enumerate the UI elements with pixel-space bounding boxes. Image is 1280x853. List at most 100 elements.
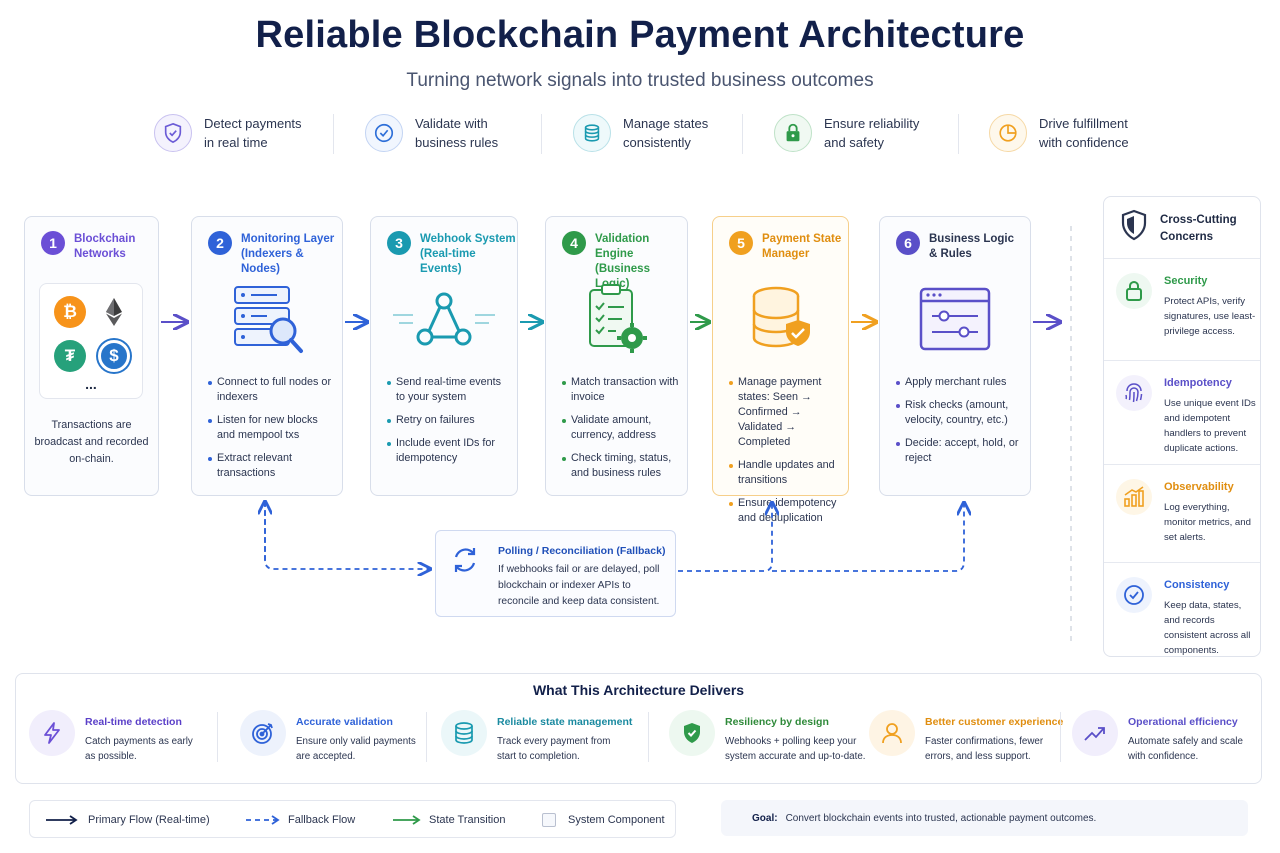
step-bullet: Extract relevant transactions bbox=[208, 451, 334, 481]
legend-label: Fallback Flow bbox=[288, 814, 356, 826]
tether-icon: ₮ bbox=[54, 340, 86, 372]
goal-label: Goal: bbox=[752, 812, 778, 824]
benefit-fulfillment: Drive fulfillment with confidence bbox=[989, 112, 1159, 154]
legend-state-transition: State Transition bbox=[393, 801, 505, 839]
step-title: Blockchain bbox=[74, 233, 136, 245]
delivers-title: What This Architecture Delivers bbox=[532, 682, 745, 698]
deliver-title: Accurate validation bbox=[296, 716, 393, 728]
step-number: 4 bbox=[562, 231, 586, 255]
step-description: Transactions are broadcast and recorded … bbox=[34, 419, 149, 465]
divider bbox=[333, 114, 334, 154]
step-bullet: Include event IDs for idempotency bbox=[387, 436, 509, 466]
step-bullet: Apply merchant rules bbox=[896, 375, 1022, 390]
check-circle-icon bbox=[365, 114, 403, 152]
concern-text: Log everything, monitor metrics, and set… bbox=[1164, 502, 1251, 543]
delivers-panel: What This Architecture Delivers Real-tim… bbox=[15, 673, 1262, 784]
benefit-manage: Manage states consistently bbox=[573, 112, 743, 154]
benefit-line: Manage states bbox=[623, 116, 709, 131]
step-bullet: Check timing, status, and business rules bbox=[562, 451, 679, 481]
coin-grid: ₿ ₮ $ ... bbox=[39, 283, 143, 399]
cross-title: Cross-Cutting bbox=[1160, 214, 1237, 226]
deliver-title: Operational efficiency bbox=[1128, 716, 1238, 728]
pie-chart-icon bbox=[989, 114, 1027, 152]
deliver-title: Resiliency by design bbox=[725, 716, 829, 728]
benefit-line: consistently bbox=[623, 135, 691, 150]
deliver-text: Automate safely and scale with confidenc… bbox=[1128, 736, 1243, 762]
legend-label: Primary Flow (Real-time) bbox=[88, 814, 210, 826]
step-bullet: Retry on failures bbox=[387, 413, 509, 428]
legend: Primary Flow (Real-time) Fallback Flow S… bbox=[29, 800, 676, 838]
step-title: (Real-time Events) bbox=[420, 248, 476, 275]
step-business-logic: 6 Business Logic& Rules Apply merchant r… bbox=[879, 216, 1031, 496]
deliver-resiliency: Resiliency by design Webhooks + polling … bbox=[669, 710, 869, 772]
step-bullet: Connect to full nodes or indexers bbox=[208, 375, 334, 405]
user-icon bbox=[869, 710, 915, 756]
step-title: Payment State bbox=[762, 233, 842, 245]
refresh-icon bbox=[448, 543, 482, 582]
server-search-icon bbox=[192, 279, 342, 359]
deliver-title: Real-time detection bbox=[85, 716, 182, 728]
lock-icon bbox=[1116, 273, 1152, 309]
divider bbox=[1060, 712, 1061, 762]
legend-system-component: System Component bbox=[542, 801, 665, 839]
benefit-line: and safety bbox=[824, 135, 884, 150]
goal-banner: Goal: Convert blockchain events into tru… bbox=[721, 800, 1248, 836]
dashed-arrow-icon bbox=[246, 815, 280, 825]
bitcoin-icon: ₿ bbox=[54, 296, 86, 328]
step-title: Networks bbox=[74, 248, 126, 260]
concern-observability: Observability Log everything, monitor me… bbox=[1104, 465, 1260, 563]
benefit-line: Drive fulfillment bbox=[1039, 116, 1128, 131]
step-number: 3 bbox=[387, 231, 411, 255]
ethereum-icon bbox=[98, 296, 130, 328]
deliver-text: Webhooks + polling keep your system accu… bbox=[725, 736, 866, 762]
trend-up-icon bbox=[1072, 710, 1118, 756]
concern-security: Security Protect APIs, verify signatures… bbox=[1104, 259, 1260, 361]
settings-window-icon bbox=[880, 279, 1030, 359]
deliver-text: Faster confirmations, fewer errors, and … bbox=[925, 736, 1044, 762]
benefit-line: Detect payments bbox=[204, 116, 302, 131]
step-validation-engine: 4 Validation Engine(Business Logic) Matc… bbox=[545, 216, 688, 496]
step-title: Webhook System bbox=[420, 233, 516, 245]
page-subtitle: Turning network signals into trusted bus… bbox=[406, 70, 874, 91]
concern-idempotency: Idempotency Use unique event IDs and ide… bbox=[1104, 361, 1260, 465]
green-arrow-icon bbox=[393, 815, 421, 825]
deliver-text: Catch payments as early as possible. bbox=[85, 736, 193, 762]
target-icon bbox=[240, 710, 286, 756]
step-bullet: Risk checks (amount, velocity, country, … bbox=[896, 398, 1022, 428]
concern-text: Protect APIs, verify signatures, use lea… bbox=[1164, 296, 1256, 337]
step-bullet: Send real-time events to your system bbox=[387, 375, 509, 405]
more-coins-icon: ... bbox=[85, 376, 97, 392]
goal-text: Convert blockchain events into trusted, … bbox=[785, 812, 1097, 824]
deliver-realtime-detection: Real-time detection Catch payments as ea… bbox=[29, 710, 219, 772]
fingerprint-icon bbox=[1116, 375, 1152, 411]
polling-reconciliation-box: Polling / Reconciliation (Fallback) If w… bbox=[435, 530, 676, 617]
legend-fallback-flow: Fallback Flow bbox=[246, 801, 355, 839]
step-bullet: Validate amount, currency, address bbox=[562, 413, 679, 443]
deliver-text: Ensure only valid payments are accepted. bbox=[296, 736, 416, 762]
benefit-line: business rules bbox=[415, 135, 499, 150]
deliver-operational-efficiency: Operational efficiency Automate safely a… bbox=[1072, 710, 1257, 772]
concern-title: Security bbox=[1164, 275, 1208, 287]
database-icon bbox=[441, 710, 487, 756]
check-circle-icon bbox=[1116, 577, 1152, 613]
divider bbox=[648, 712, 649, 762]
step-title: (Indexers & Nodes) bbox=[241, 248, 304, 275]
divider bbox=[426, 712, 427, 762]
benefit-line: with confidence bbox=[1039, 135, 1129, 150]
concern-text: Use unique event IDs and idempotent hand… bbox=[1164, 398, 1256, 454]
shield-check-icon bbox=[154, 114, 192, 152]
step-bullet: Match transaction with invoice bbox=[562, 375, 679, 405]
polling-title: Polling / Reconciliation (Fallback) bbox=[498, 545, 666, 557]
fallback-arrow-right bbox=[678, 503, 772, 572]
fallback-arrow-far-right bbox=[772, 503, 964, 572]
legend-label: State Transition bbox=[429, 814, 506, 826]
webhook-icon bbox=[371, 279, 517, 359]
deliver-accurate-validation: Accurate validation Ensure only valid pa… bbox=[240, 710, 430, 772]
step-number: 6 bbox=[896, 231, 920, 255]
component-box-icon bbox=[542, 813, 556, 827]
benefit-line: in real time bbox=[204, 135, 268, 150]
lightning-icon bbox=[29, 710, 75, 756]
